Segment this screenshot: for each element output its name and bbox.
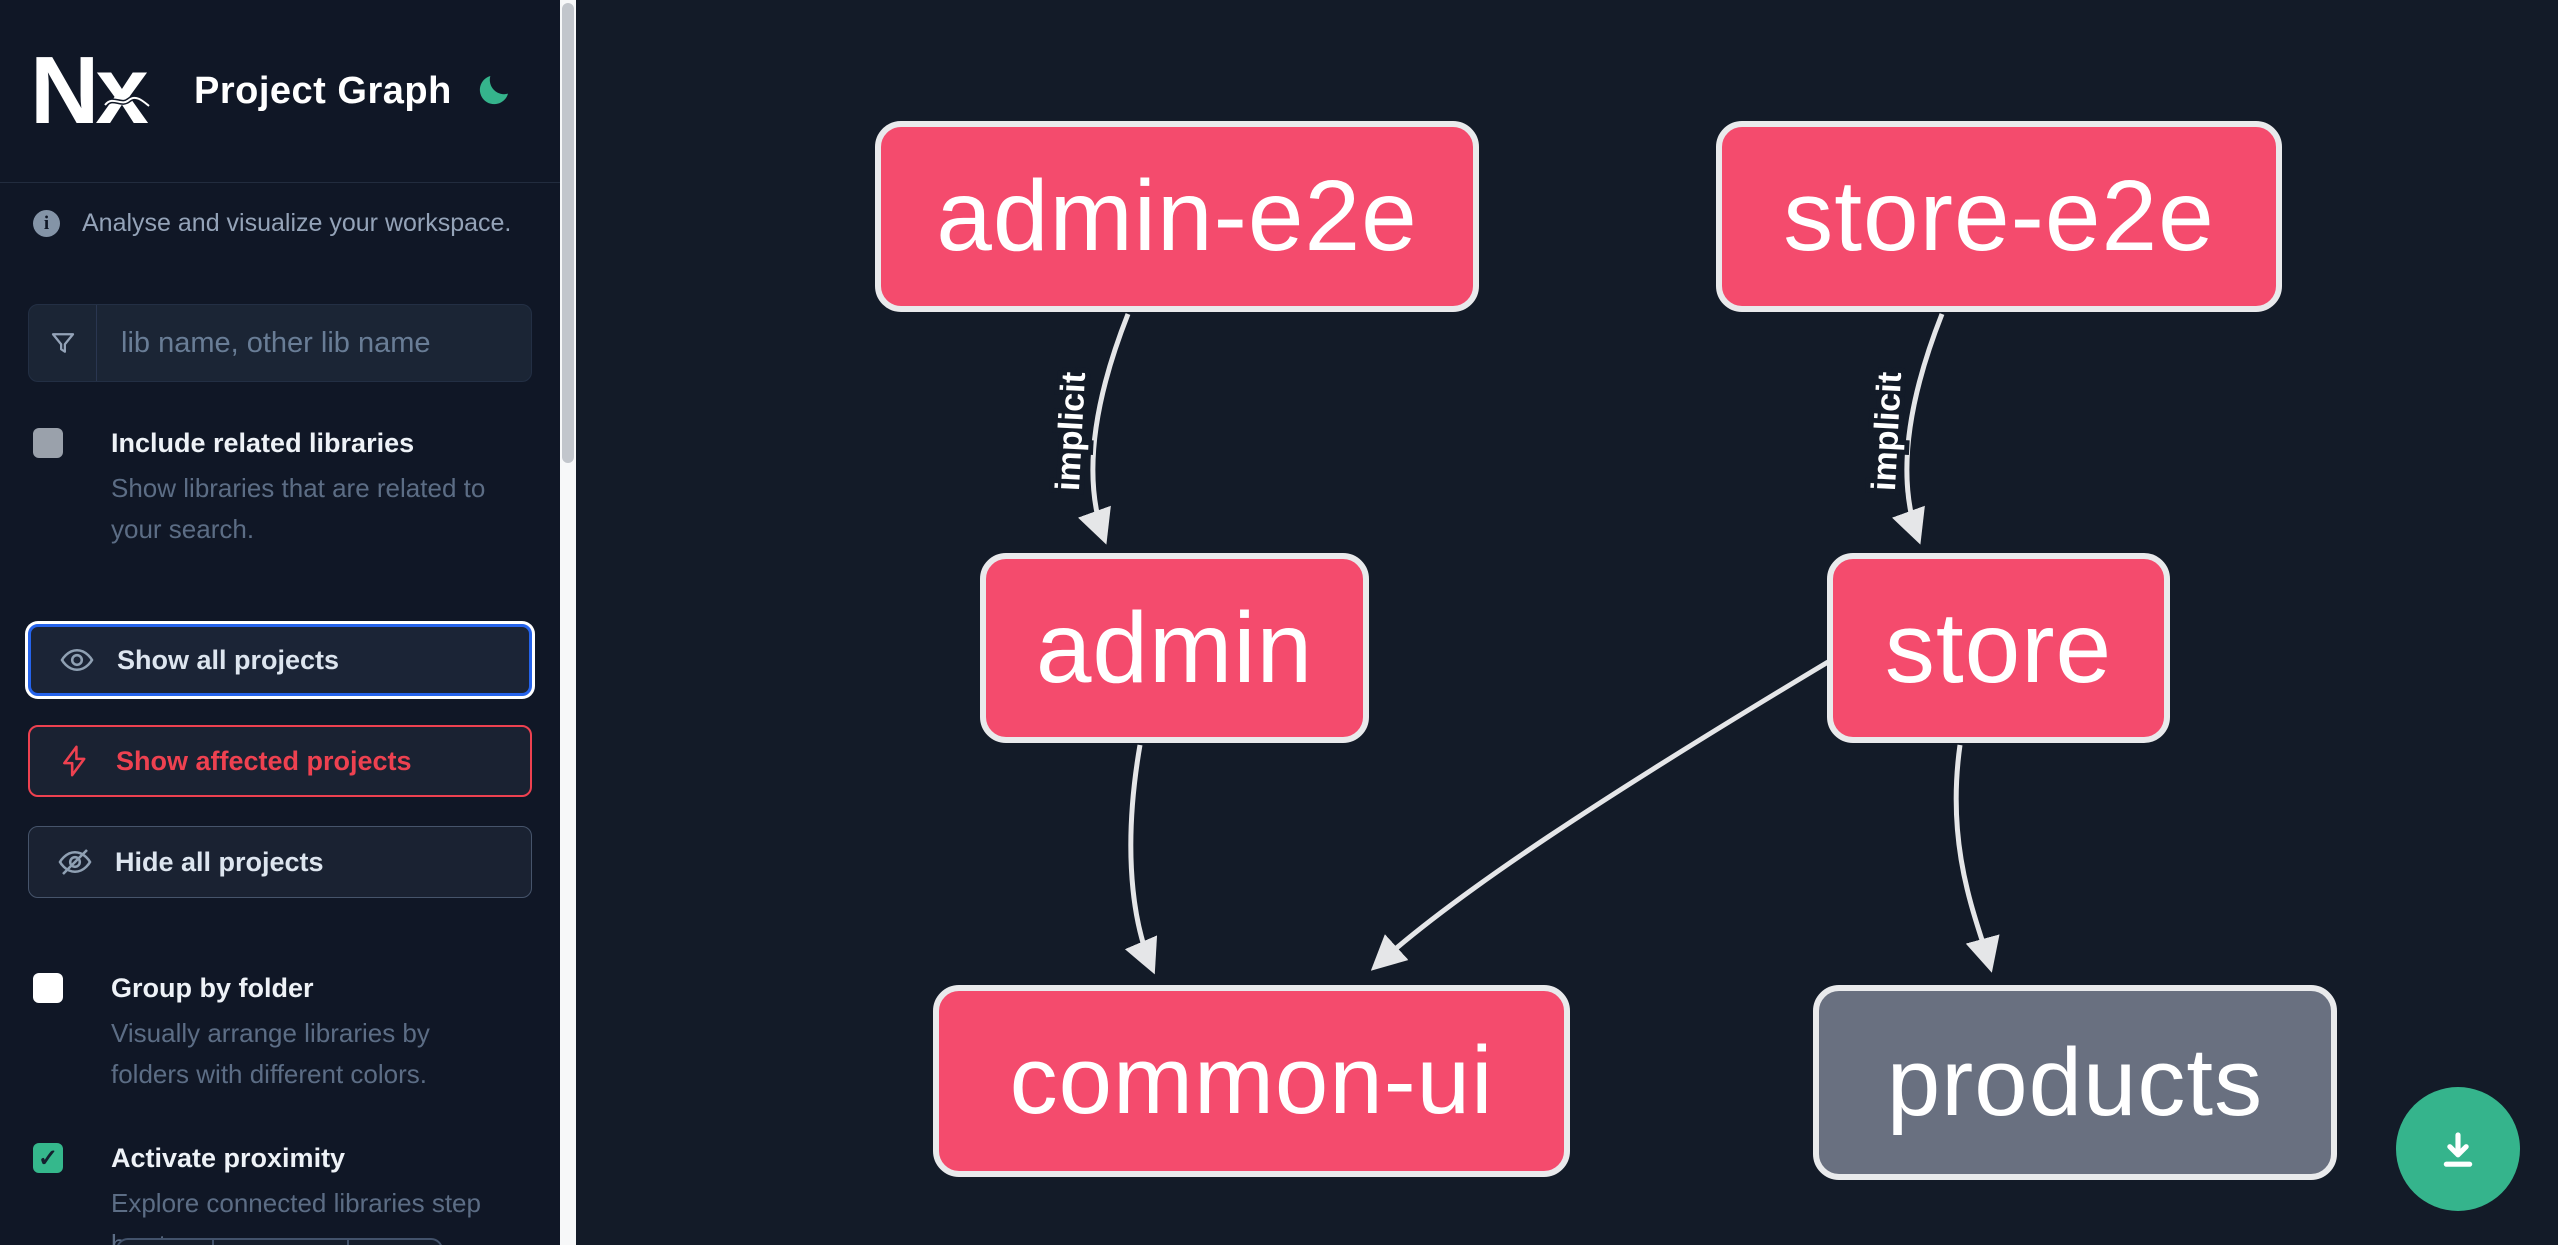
- graph-canvas[interactable]: implicit implicit implicit implicit admi…: [576, 0, 2558, 1245]
- proximity-value: [212, 1240, 349, 1245]
- edge-admin-to-common-ui: [1124, 744, 1158, 975]
- dependency-edges: implicit implicit implicit implicit: [1044, 313, 2000, 975]
- group-by-folder-option[interactable]: ✓ Group by folder Visually arrange libra…: [0, 971, 560, 1095]
- svg-text:implicit: implicit: [1049, 371, 1093, 492]
- filter-funnel-icon: [29, 305, 97, 381]
- include-related-label: Include related libraries: [111, 428, 415, 458]
- dark-mode-toggle[interactable]: [474, 70, 514, 113]
- page-title: Project Graph: [194, 69, 452, 112]
- eye-off-icon: [57, 844, 93, 880]
- edge-store-to-common-ui: [1370, 659, 1830, 971]
- sidebar-header: Nx Project Graph: [0, 0, 560, 183]
- eye-icon: [59, 642, 95, 678]
- project-node-products[interactable]: products: [1813, 985, 2337, 1180]
- include-related-description: Show libraries that are related to your …: [111, 473, 486, 544]
- group-by-folder-description: Visually arrange libraries by folders wi…: [111, 1018, 430, 1089]
- nx-logo-swoosh: [104, 95, 150, 108]
- project-node-common-ui[interactable]: common-ui: [933, 985, 1570, 1177]
- sidebar-scrollbar[interactable]: [560, 0, 576, 1245]
- workspace-tagline-row: i Analyse and visualize your workspace.: [0, 209, 560, 238]
- download-icon: [2443, 1132, 2473, 1167]
- proximity-decrement-button[interactable]: [118, 1240, 212, 1245]
- project-node-store-e2e[interactable]: store-e2e: [1716, 121, 2282, 312]
- bolt-icon: [58, 743, 94, 779]
- edge-store-to-products: [1953, 744, 2000, 973]
- search-box: [28, 304, 532, 382]
- activate-proximity-label: Activate proximity: [111, 1143, 346, 1173]
- activate-proximity-checkbox[interactable]: ✓: [33, 1143, 63, 1173]
- proximity-increment-button[interactable]: [349, 1240, 443, 1245]
- edge-store-e2e-to-store: [1891, 313, 1945, 545]
- group-by-folder-checkbox[interactable]: ✓: [33, 973, 63, 1003]
- show-affected-projects-button[interactable]: Show affected projects: [28, 725, 532, 797]
- sidebar-scrollbar-thumb[interactable]: [562, 3, 574, 463]
- svg-text:implicit: implicit: [1865, 371, 1909, 492]
- project-node-store[interactable]: store: [1827, 553, 2170, 743]
- nx-logo-text: Nx: [30, 37, 149, 144]
- hide-all-projects-button[interactable]: Hide all projects: [28, 826, 532, 898]
- include-related-option[interactable]: ✓ Include related libraries Show librari…: [0, 426, 560, 550]
- moon-icon: [479, 75, 508, 104]
- group-by-folder-label: Group by folder: [111, 973, 314, 1003]
- activate-proximity-option[interactable]: ✓ Activate proximity Explore connected l…: [0, 1141, 560, 1245]
- activate-proximity-description: Explore connected libraries step by step…: [111, 1188, 481, 1245]
- workspace-tagline: Analyse and visualize your workspace.: [82, 209, 512, 237]
- edge-label-implicit-2: implicit implicit: [1860, 366, 1914, 497]
- hide-all-projects-label: Hide all projects: [115, 846, 324, 877]
- edge-label-implicit-1: implicit implicit: [1044, 366, 1098, 497]
- download-graph-button[interactable]: [2396, 1087, 2520, 1211]
- include-related-checkbox[interactable]: ✓: [33, 428, 63, 458]
- info-icon: i: [33, 210, 60, 237]
- project-node-admin[interactable]: admin: [980, 553, 1369, 743]
- sidebar: Nx Project Graph i Analyse and visualize…: [0, 0, 560, 1245]
- project-node-admin-e2e[interactable]: admin-e2e: [875, 121, 1479, 312]
- proximity-stepper: [116, 1238, 443, 1245]
- show-all-projects-button[interactable]: Show all projects: [28, 624, 532, 696]
- edge-admin-e2e-to-admin: [1077, 313, 1131, 545]
- project-actions: Show all projects Show affected projects…: [0, 624, 560, 898]
- show-affected-projects-label: Show affected projects: [116, 745, 412, 776]
- search-input[interactable]: [97, 305, 531, 381]
- show-all-projects-label: Show all projects: [117, 644, 340, 675]
- nx-logo: Nx: [30, 37, 150, 144]
